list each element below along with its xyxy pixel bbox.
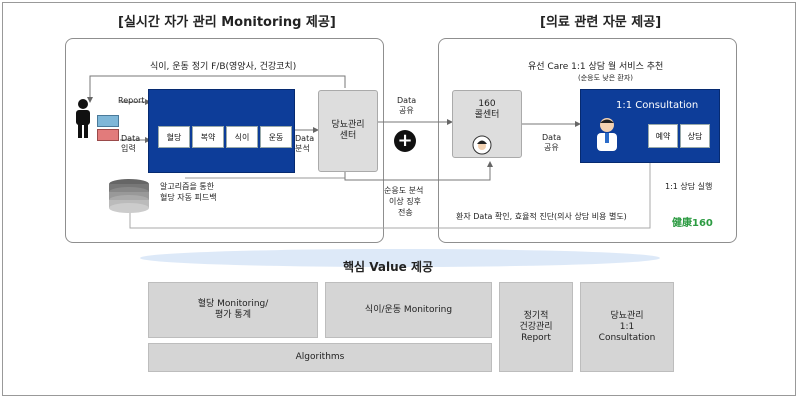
value-box-consultation: 당뇨관리 1:1 Consultation	[580, 282, 674, 372]
feedback-text: 식이, 운동 정기 F/B(영양사, 건강코치)	[150, 62, 297, 72]
callcenter-line-2: 콜센터	[474, 110, 500, 120]
value-box5-line3: Consultation	[598, 332, 656, 343]
middle-data-share-1: Data	[397, 96, 417, 105]
value-box5-line1: 당뇨관리	[610, 310, 644, 321]
value-box4-line2: 건강관리	[519, 321, 553, 332]
compliance-3: 전송	[398, 208, 413, 217]
data-analysis-2: 분석	[295, 144, 310, 153]
data-analysis-1: Data	[295, 134, 315, 143]
value-box-blood-sugar: 혈당 Monitoring/ 평가 통계	[148, 282, 318, 338]
compliance-2: 이상 징후	[389, 197, 421, 206]
value-box1-line2: 평가 통계	[215, 310, 251, 320]
consult-exec-text: 1:1 상담 실행	[665, 182, 713, 191]
pill-blood-sugar: 혈당	[158, 126, 190, 148]
value-box4-line1: 정기적	[523, 310, 549, 321]
device-icon	[97, 129, 119, 141]
data-input-label-2: 입력	[121, 144, 136, 153]
person-icon	[76, 99, 90, 138]
monitor-icon	[97, 115, 119, 127]
center-box-line-1: 당뇨관리	[331, 120, 365, 130]
consult-title: 1:1 Consultation	[616, 100, 699, 111]
value-box1-line1: 혈당 Monitoring/	[197, 299, 269, 309]
pill-exercise: 운동	[260, 126, 292, 148]
outer-frame	[2, 2, 796, 396]
consult-button: 상담	[680, 124, 710, 148]
value-box-report: 정기적 건강관리 Report	[499, 282, 573, 372]
plus-icon: +	[394, 130, 416, 152]
operator-icon	[472, 135, 492, 155]
service-text: 유선 Care 1:1 상담 월 서비스 추천	[528, 62, 664, 72]
brand-logo: 健康160	[672, 218, 713, 229]
right-data-share-1: Data	[542, 133, 562, 142]
center-box-line-2: 센터	[339, 131, 357, 141]
callcenter-line-1: 160	[478, 99, 496, 109]
right-panel-title: [의료 관련 자문 제공]	[540, 15, 662, 30]
value-box-algorithms: Algorithms	[148, 343, 492, 372]
patient-data-text: 환자 Data 확인, 효율적 진단(의사 상담 비용 별도)	[456, 212, 627, 221]
doctor-icon	[597, 118, 617, 151]
service-sub: (순응도 낮은 환자)	[578, 74, 633, 82]
reserve-button: 예약	[648, 124, 678, 148]
value-box4-line3: Report	[521, 332, 551, 343]
compliance-1: 순응도 분석	[384, 186, 424, 195]
right-data-share-2: 공유	[544, 143, 559, 152]
diabetes-center-box: 당뇨관리 센터	[318, 90, 378, 172]
data-input-label-1: Data	[121, 134, 141, 143]
left-panel-title: [실시간 자가 관리 Monitoring 제공]	[118, 15, 336, 30]
algorithm-text-1: 알고리즘을 통한	[160, 182, 215, 191]
middle-data-share-2: 공유	[399, 106, 414, 115]
pill-diet: 식이	[226, 126, 258, 148]
report-label: Report	[118, 96, 145, 105]
database-icon	[109, 179, 149, 213]
pill-medication: 복약	[192, 126, 224, 148]
value-box-diet: 식이/운동 Monitoring	[325, 282, 492, 338]
value-title: 핵심 Value 제공	[343, 260, 434, 274]
algorithm-text-2: 혈당 자동 피드백	[160, 193, 217, 202]
value-box5-line2: 1:1	[619, 321, 635, 332]
callcenter-box: 160 콜센터	[452, 90, 522, 158]
